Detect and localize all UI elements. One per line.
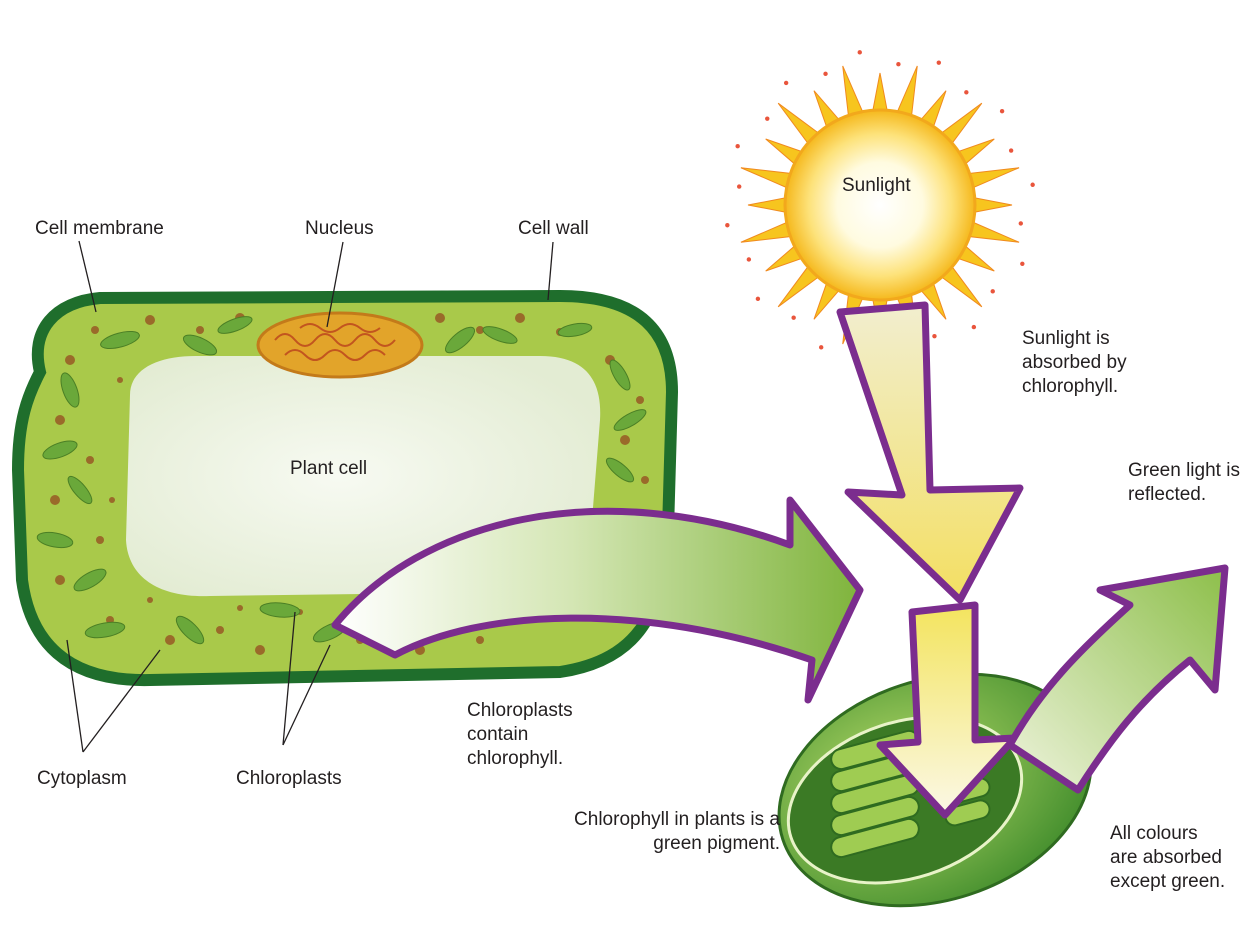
sun-spark — [823, 72, 827, 76]
label-chloroplasts-contain: Chloroplasts contain chlorophyll. — [467, 699, 573, 771]
reflected-light-arrow — [1010, 568, 1225, 790]
sun-spark — [896, 62, 900, 66]
sun-spark — [964, 90, 968, 94]
label-nucleus: Nucleus — [305, 217, 374, 241]
sun-spark — [725, 223, 729, 227]
sun-spark — [937, 60, 941, 64]
sun-spark — [784, 81, 788, 85]
sun-spark — [858, 50, 862, 54]
sun-spark — [791, 316, 795, 320]
sun-spark — [1020, 262, 1024, 266]
sun-spark — [1019, 221, 1023, 225]
sun-spark — [991, 289, 995, 293]
label-all-colours: All colours are absorbed except green. — [1110, 822, 1225, 894]
label-sunlight: Sunlight — [842, 174, 911, 198]
sunlight-arrow — [840, 305, 1020, 600]
label-plant-cell: Plant cell — [290, 457, 367, 481]
sun-spark — [1000, 109, 1004, 113]
sun-spark — [972, 325, 976, 329]
sun-spark — [765, 116, 769, 120]
sun-spark — [1030, 183, 1034, 187]
label-chloroplasts: Chloroplasts — [236, 767, 342, 791]
sun-spark — [932, 334, 936, 338]
label-green-reflected: Green light is reflected. — [1128, 459, 1240, 507]
label-chlorophyll-pigment: Chlorophyll in plants is a green pigment… — [540, 808, 780, 856]
sun-spark — [756, 297, 760, 301]
sun-spark — [737, 184, 741, 188]
label-cytoplasm: Cytoplasm — [37, 767, 127, 791]
sun-spark — [1009, 148, 1013, 152]
label-cell-membrane: Cell membrane — [35, 217, 164, 241]
label-cell-wall: Cell wall — [518, 217, 589, 241]
sun-spark — [819, 345, 823, 349]
sun-spark — [747, 257, 751, 261]
label-sunlight-absorbed: Sunlight is absorbed by chlorophyll. — [1022, 327, 1127, 399]
sun-spark — [735, 144, 739, 148]
